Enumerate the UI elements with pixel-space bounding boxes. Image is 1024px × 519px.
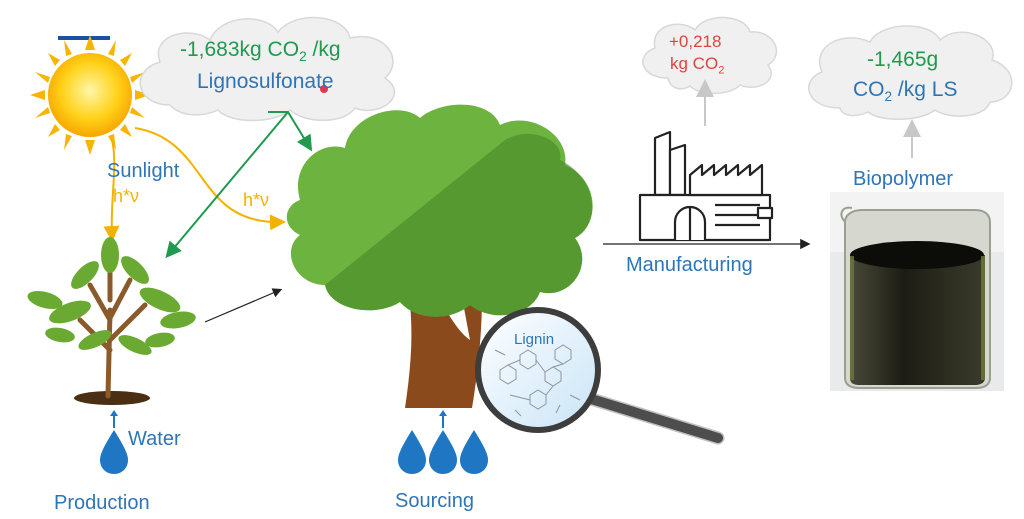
sourcing-label: Sourcing bbox=[395, 490, 474, 512]
h-nu-left-label: h*ν bbox=[113, 186, 140, 206]
lignosulfonate-co2-value: -1,683kg CO2 /kg bbox=[180, 38, 341, 65]
tree-icon bbox=[286, 104, 593, 408]
magnifier-icon bbox=[475, 307, 725, 445]
sun-icon bbox=[30, 35, 150, 155]
sunray-arrow-plant bbox=[103, 139, 120, 242]
sunlight-label: Sunlight bbox=[107, 160, 180, 182]
cloud-icon bbox=[808, 25, 1013, 120]
water-drop-icon bbox=[100, 430, 128, 474]
sunray-arrow-tree bbox=[134, 127, 286, 231]
co2-arrow-plant bbox=[165, 111, 289, 259]
plant-icon bbox=[27, 237, 196, 405]
lignosulfonate-label: Lignosulfonate bbox=[197, 70, 334, 93]
top-bar bbox=[58, 36, 110, 40]
cursor-dot bbox=[320, 85, 328, 93]
water-label: Water bbox=[128, 428, 181, 450]
manufacturing-label: Manufacturing bbox=[626, 254, 753, 276]
biopolymer-co2-unit: CO2 /kg LS bbox=[853, 78, 958, 105]
manufacturing-emission-value: +0,218 bbox=[669, 32, 722, 51]
water-drops-sourcing bbox=[398, 430, 488, 474]
manufacturing-emission-unit: kg CO2 bbox=[670, 54, 725, 77]
lignin-label: Lignin bbox=[514, 331, 555, 348]
flow-arrow-production-sourcing bbox=[204, 288, 283, 323]
h-nu-right-label: h*ν bbox=[243, 190, 270, 210]
beaker-icon bbox=[830, 192, 1004, 391]
biopolymer-label: Biopolymer bbox=[853, 168, 954, 190]
factory-icon bbox=[638, 130, 774, 242]
production-label: Production bbox=[54, 492, 150, 514]
cloud-icon bbox=[139, 16, 396, 122]
lignin-structure bbox=[494, 344, 581, 417]
biopolymer-co2-value: -1,465g bbox=[867, 48, 939, 71]
